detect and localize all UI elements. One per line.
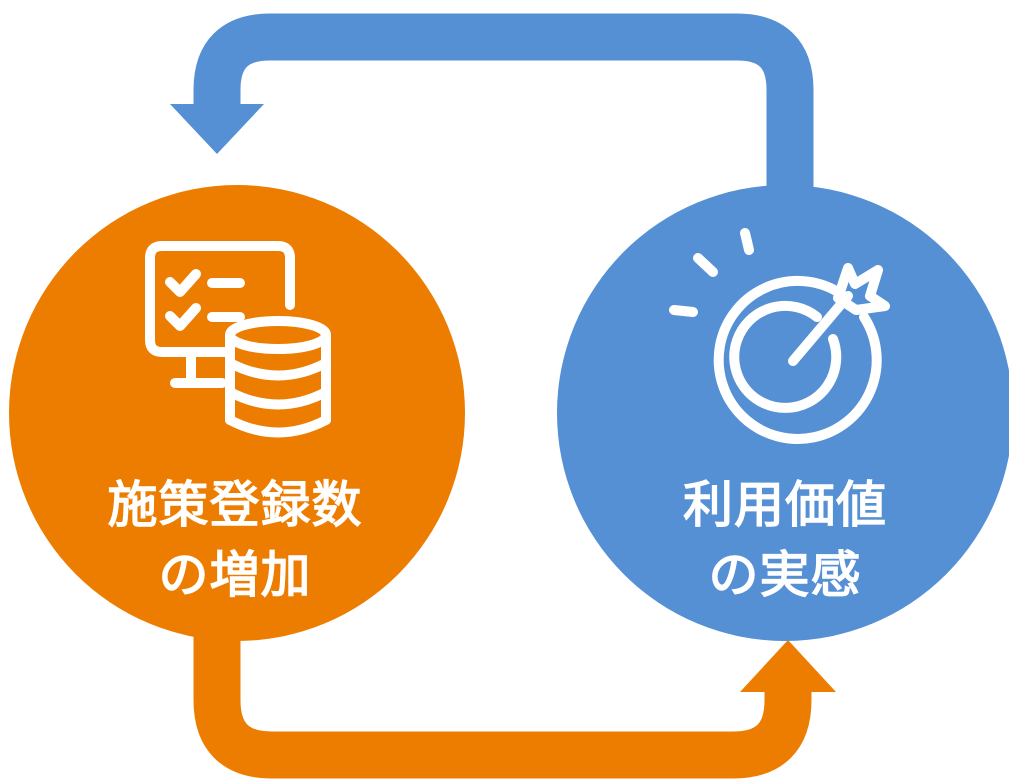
right-node-label: 利用価値 の実感 xyxy=(635,470,935,610)
target-arrow-icon xyxy=(669,228,890,444)
left-node-label-line1: 施策登録数 xyxy=(107,476,363,534)
left-node-label-line2: の増加 xyxy=(158,546,312,604)
right-node-label-line2: の実感 xyxy=(708,546,862,604)
right-node-circle xyxy=(557,185,1009,641)
left-node-label: 施策登録数 の増加 xyxy=(85,470,385,610)
checklist-database-icon xyxy=(145,241,331,438)
top-cycle-arrow xyxy=(170,13,814,230)
left-node-circle xyxy=(9,185,465,641)
bottom-cycle-arrow xyxy=(193,560,836,779)
right-node-label-line1: 利用価値 xyxy=(683,476,887,534)
